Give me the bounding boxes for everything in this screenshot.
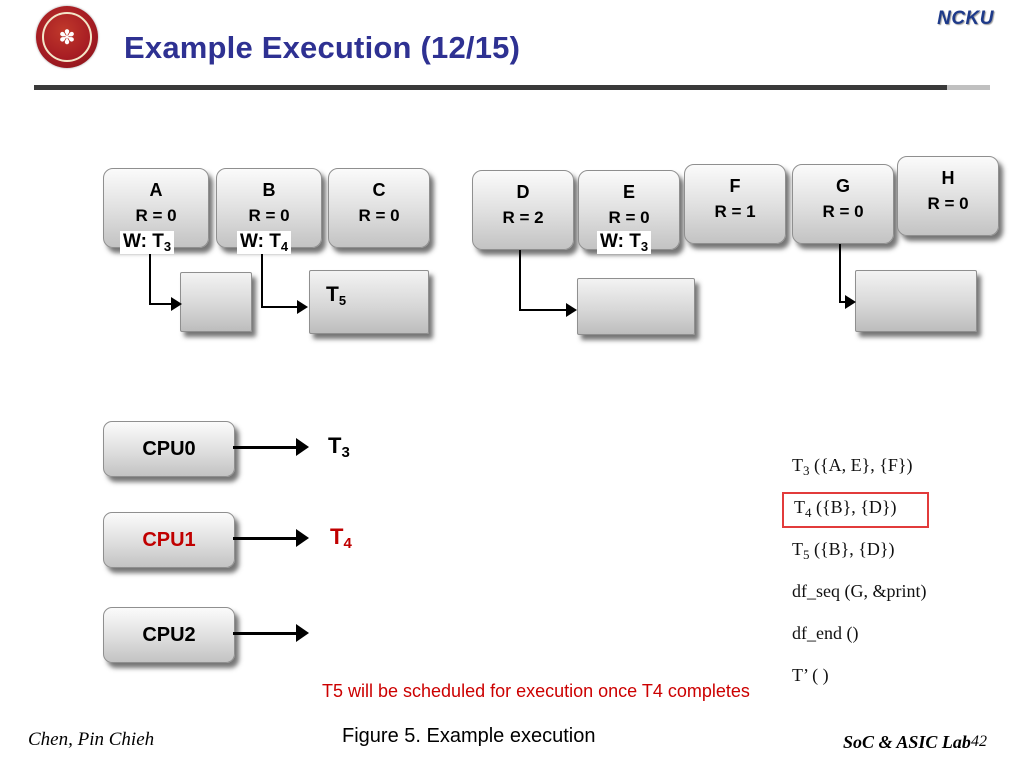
memory-cell-d: D R = 2	[472, 170, 574, 250]
arrow-b-horizontal	[261, 306, 301, 308]
cpu0-arrow-head-icon	[296, 438, 309, 456]
header-divider	[34, 85, 990, 90]
cpu2-box: CPU2	[103, 607, 235, 663]
cell-letter: B	[262, 180, 276, 200]
cell-refcount: R = 0	[822, 202, 864, 221]
cell-letter: G	[835, 176, 850, 196]
writer-label-text: W: T	[123, 231, 164, 252]
cpu0-arrow	[233, 446, 297, 449]
cell-letter: C	[372, 180, 386, 200]
program-line-highlighted: T4 ({B}, {D})	[782, 492, 929, 528]
arrow-g-horizontal	[839, 301, 849, 303]
program-line: T5 ({B}, {D})	[792, 539, 929, 565]
program-line-sub: 3	[803, 463, 810, 478]
writer-label-sub: 3	[640, 239, 649, 254]
cpu1-box: CPU1	[103, 512, 235, 568]
program-line-text: T	[794, 497, 805, 517]
writer-label-text: W: T	[240, 231, 281, 252]
ncku-seal-logo: ✽	[36, 6, 98, 68]
cell-refcount: R = 0	[358, 206, 400, 225]
program-line: df_end ()	[792, 623, 929, 649]
cpu1-task-label: T4	[330, 524, 352, 552]
pending-task-text: T	[326, 283, 339, 306]
ncku-wordmark: NCKU	[937, 8, 994, 29]
cpu2-arrow	[233, 632, 297, 635]
page-title: Example Execution (12/15)	[124, 30, 521, 65]
cell-refcount: R = 0	[248, 206, 290, 225]
cpu0-task-label: T3	[328, 433, 350, 461]
writer-label-e: W: T3	[597, 231, 652, 254]
data-block-t5: T5	[309, 270, 429, 334]
cell-letter: E	[622, 182, 635, 202]
writer-label-text: W: T	[600, 231, 641, 252]
arrow-d-head-icon	[566, 303, 577, 317]
program-line: T3 ({A, E}, {F})	[792, 455, 929, 481]
writer-label-a: W: T3	[120, 231, 175, 254]
cpu0-box: CPU0	[103, 421, 235, 477]
figure-caption: Figure 5. Example execution	[342, 725, 596, 747]
cell-letter: A	[149, 180, 163, 200]
program-line-rest: ({B}, {D})	[809, 539, 895, 559]
cpu0-task-text: T	[328, 433, 342, 458]
cpu-label: CPU1	[142, 528, 196, 551]
arrow-b-vertical	[261, 246, 263, 307]
writer-label-sub: 4	[280, 239, 289, 254]
program-line-sub: 4	[805, 505, 812, 520]
cpu0-task-sub: 3	[341, 444, 350, 461]
memory-cell-e: E R = 0	[578, 170, 680, 250]
memory-cell-f: F R = 1	[684, 164, 786, 244]
cell-refcount: R = 0	[608, 208, 650, 227]
program-line: df_seq (G, &print)	[792, 581, 929, 607]
author-credit: Chen, Pin Chieh	[28, 729, 155, 750]
lab-credit: SoC & ASIC Lab	[843, 732, 971, 752]
data-block-d	[577, 278, 695, 335]
memory-cell-b: B R = 0	[216, 168, 322, 248]
cpu2-arrow-head-icon	[296, 624, 309, 642]
cell-letter: F	[729, 176, 741, 196]
arrow-g-vertical	[839, 244, 841, 302]
arrow-g-head-icon	[845, 295, 856, 309]
program-line-sub: 5	[803, 547, 810, 562]
pending-task-label: T5	[326, 283, 346, 308]
arrow-a-horizontal	[149, 303, 175, 305]
writer-label-b: W: T4	[237, 231, 292, 254]
cpu1-task-text: T	[330, 524, 344, 549]
program-line-rest: ({A, E}, {F})	[809, 455, 913, 475]
program-line-text: df_seq (G, &print)	[792, 581, 927, 601]
cell-refcount: R = 0	[927, 194, 969, 213]
program-line-text: T	[792, 455, 803, 475]
pending-task-sub: 5	[338, 293, 347, 308]
memory-cell-c: C R = 0	[328, 168, 430, 248]
memory-cell-h: H R = 0	[897, 156, 999, 236]
data-block-g	[855, 270, 977, 332]
program-line-rest: ({B}, {D})	[811, 497, 897, 517]
program-line-text: T’ ( )	[792, 665, 829, 685]
program-line-text: df_end ()	[792, 623, 859, 643]
cell-refcount: R = 1	[714, 202, 756, 221]
arrow-a-head-icon	[171, 297, 182, 311]
memory-cell-g: G R = 0	[792, 164, 894, 244]
cell-letter: H	[941, 168, 955, 188]
arrow-d-horizontal	[519, 309, 569, 311]
arrow-a-vertical	[149, 246, 151, 304]
scheduling-note: T5 will be scheduled for execution once …	[322, 681, 750, 701]
cell-refcount: R = 2	[502, 208, 544, 227]
writer-label-sub: 3	[163, 239, 172, 254]
arrow-d-vertical	[519, 250, 521, 310]
data-block-a	[180, 272, 252, 332]
ncku-seal-flower-icon: ✽	[42, 12, 92, 62]
cpu-label: CPU2	[142, 623, 196, 646]
arrow-b-head-icon	[297, 300, 308, 314]
page-number: 42	[971, 733, 987, 750]
cell-refcount: R = 0	[135, 206, 177, 225]
cpu1-task-sub: 4	[343, 535, 352, 552]
cpu-label: CPU0	[142, 437, 196, 460]
program-line-text: T	[792, 539, 803, 559]
cpu1-arrow	[233, 537, 297, 540]
cell-letter: D	[516, 182, 530, 202]
cpu1-arrow-head-icon	[296, 529, 309, 547]
program-listing: T3 ({A, E}, {F}) T4 ({B}, {D}) T5 ({B}, …	[782, 455, 929, 691]
program-line: T’ ( )	[792, 665, 929, 691]
